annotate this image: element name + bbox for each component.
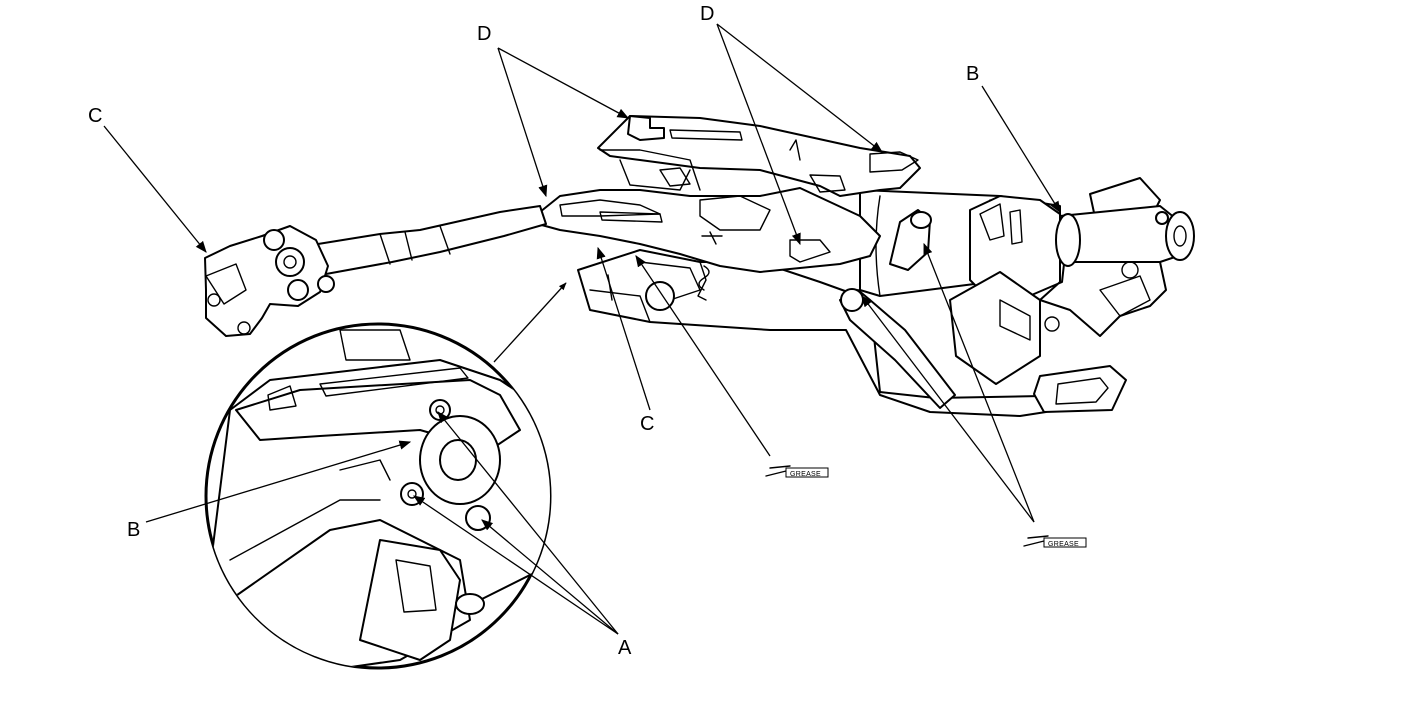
tilt-bracket — [537, 187, 881, 273]
callout-d-right: D — [700, 3, 714, 25]
callout-b-detail: B — [127, 519, 140, 541]
callout-c-middle: C — [640, 413, 654, 435]
intermediate-shaft — [317, 205, 547, 275]
bracket-tab — [1033, 365, 1127, 413]
steering-column-assembly — [204, 115, 1195, 417]
grease-label-2: GREASE — [1048, 541, 1079, 548]
callout-c-left: C — [88, 105, 102, 127]
callout-a: A — [618, 637, 632, 659]
callout-b-top: B — [966, 63, 979, 85]
tilt-lever — [839, 289, 956, 409]
detail-view — [204, 282, 567, 670]
callout-d-left: D — [477, 23, 491, 45]
grease-label-1: GREASE — [790, 471, 821, 478]
grease-symbol-2: GREASE — [1023, 535, 1087, 548]
grease-symbol-1: GREASE — [765, 465, 829, 478]
leader-lines — [103, 23, 1061, 635]
callout-labels: D D B C C B A — [88, 3, 979, 659]
